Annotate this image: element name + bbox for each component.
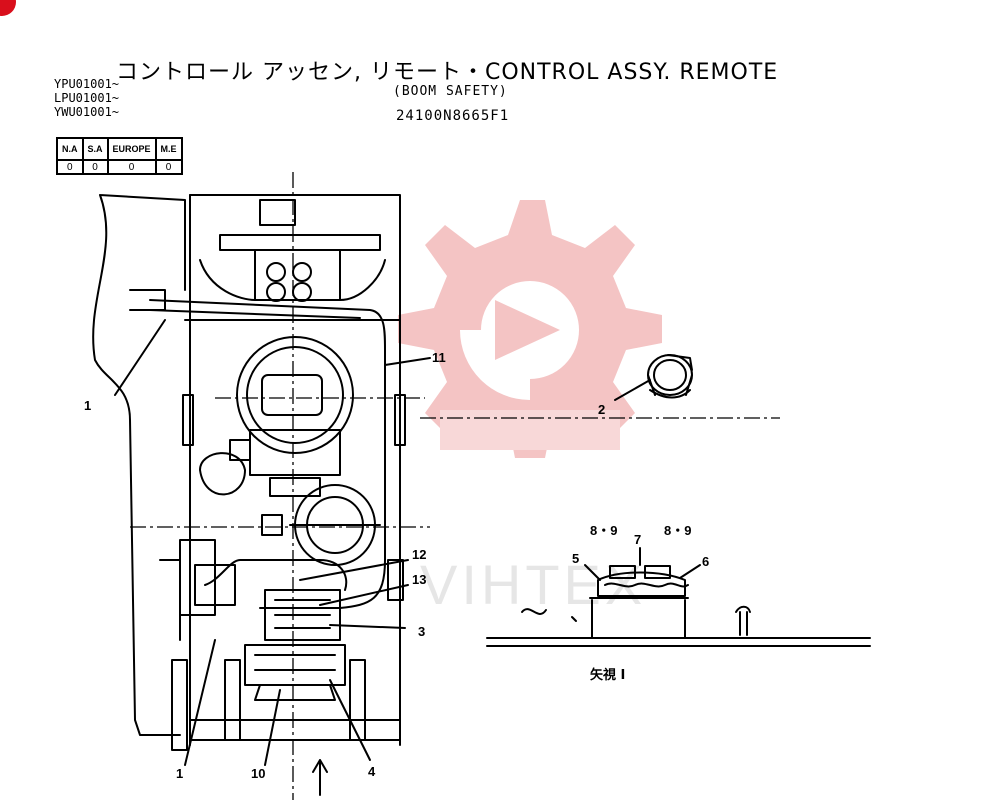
serial-range-1: YPU01001~	[54, 77, 120, 91]
market-value-me: 0	[154, 159, 183, 175]
market-value-europe: 0	[106, 159, 157, 175]
watermark-gear-logo	[398, 200, 662, 458]
page-title: コントロール アッセン, リモート・CONTROL ASSY. REMOTE	[116, 60, 779, 85]
callout-1-top: 1	[84, 398, 92, 413]
callout-6: 6	[702, 554, 710, 569]
callout-12: 12	[412, 547, 427, 562]
callout-13: 13	[412, 572, 427, 587]
callout-8-9-right: 8・9	[664, 523, 692, 538]
callout-4: 4	[368, 764, 376, 779]
view-arrow-label: 矢視 I	[590, 668, 626, 683]
callout-8-9-left: 8・9	[590, 523, 618, 538]
callout-3: 3	[418, 624, 426, 639]
market-applicability-table: N.A S.A EUROPE M.E 0 0 0 0	[56, 137, 183, 175]
callout-10: 10	[251, 766, 266, 781]
callout-2: 2	[598, 402, 606, 417]
serial-range-3: YWU01001~	[54, 105, 120, 119]
market-header-europe: EUROPE	[106, 137, 157, 161]
callout-7: 7	[634, 532, 642, 547]
market-header-sa: S.A	[81, 137, 109, 161]
serial-range-2: LPU01001~	[54, 91, 120, 105]
page-subtitle: (BOOM SAFETY)	[393, 84, 508, 99]
market-value-sa: 0	[81, 159, 109, 175]
callout-1-bottom: 1	[176, 766, 184, 781]
market-header-me: M.E	[154, 137, 183, 161]
part-number: 24100N8665F1	[396, 108, 510, 124]
callout-11: 11	[432, 350, 446, 365]
callout-5: 5	[572, 551, 580, 566]
